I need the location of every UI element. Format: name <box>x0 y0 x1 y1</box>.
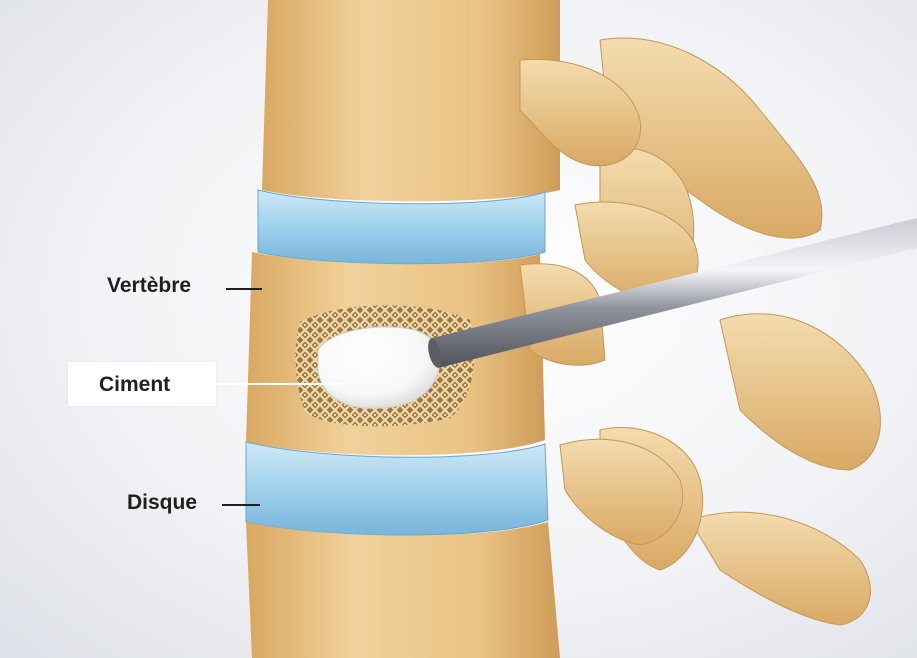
vertebra-label: Vertèbre <box>107 275 191 296</box>
cement-label: Ciment <box>99 374 170 395</box>
cement-blob <box>318 327 440 408</box>
disc-label: Disque <box>127 492 197 513</box>
